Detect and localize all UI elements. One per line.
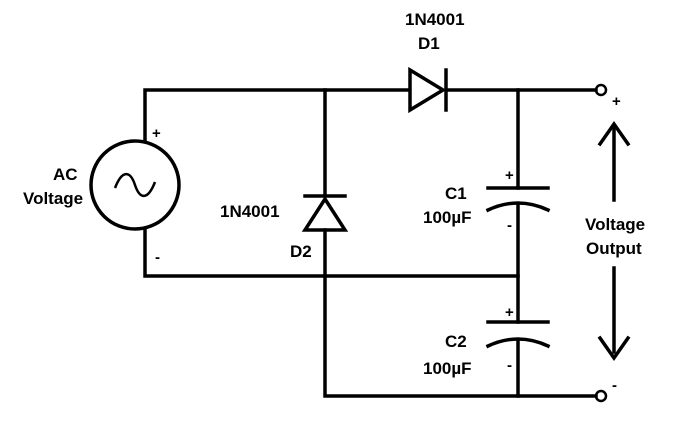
diode-d1 — [408, 66, 448, 114]
c1-reference: C1 — [445, 184, 467, 203]
d1-reference: D1 — [418, 34, 440, 53]
c2-reference: C2 — [445, 332, 467, 351]
double-arrow-icon — [597, 120, 631, 362]
c2-plus-sign: + — [505, 304, 514, 321]
output-minus-sign: - — [612, 377, 617, 394]
c2-minus-sign: - — [507, 357, 512, 374]
c1-value: 100µF — [423, 208, 472, 227]
d2-part-number: 1N4001 — [220, 202, 280, 221]
diode-d2 — [301, 194, 349, 232]
output-terminal-plus — [594, 83, 608, 97]
d2-reference: D2 — [290, 242, 312, 261]
c1-minus-sign: - — [507, 217, 512, 234]
wires — [143, 88, 598, 398]
c1-plus-sign: + — [505, 167, 514, 184]
ac-voltage-label-1: AC — [53, 165, 78, 184]
sine-wave-icon — [113, 172, 157, 198]
ac-voltage-label-2: Voltage — [23, 189, 83, 208]
source-minus-sign: - — [155, 249, 160, 266]
ac-source — [89, 139, 181, 231]
output-label-2: Output — [586, 239, 642, 258]
source-plus-sign: + — [152, 125, 161, 142]
output-terminal-minus — [594, 389, 608, 403]
d1-part-number: 1N4001 — [405, 10, 465, 29]
output-plus-sign: + — [612, 93, 621, 110]
c2-value: 100µF — [423, 359, 472, 378]
capacitor-c1 — [485, 186, 551, 213]
capacitor-c2 — [485, 320, 551, 349]
output-label-1: Voltage — [585, 215, 645, 234]
